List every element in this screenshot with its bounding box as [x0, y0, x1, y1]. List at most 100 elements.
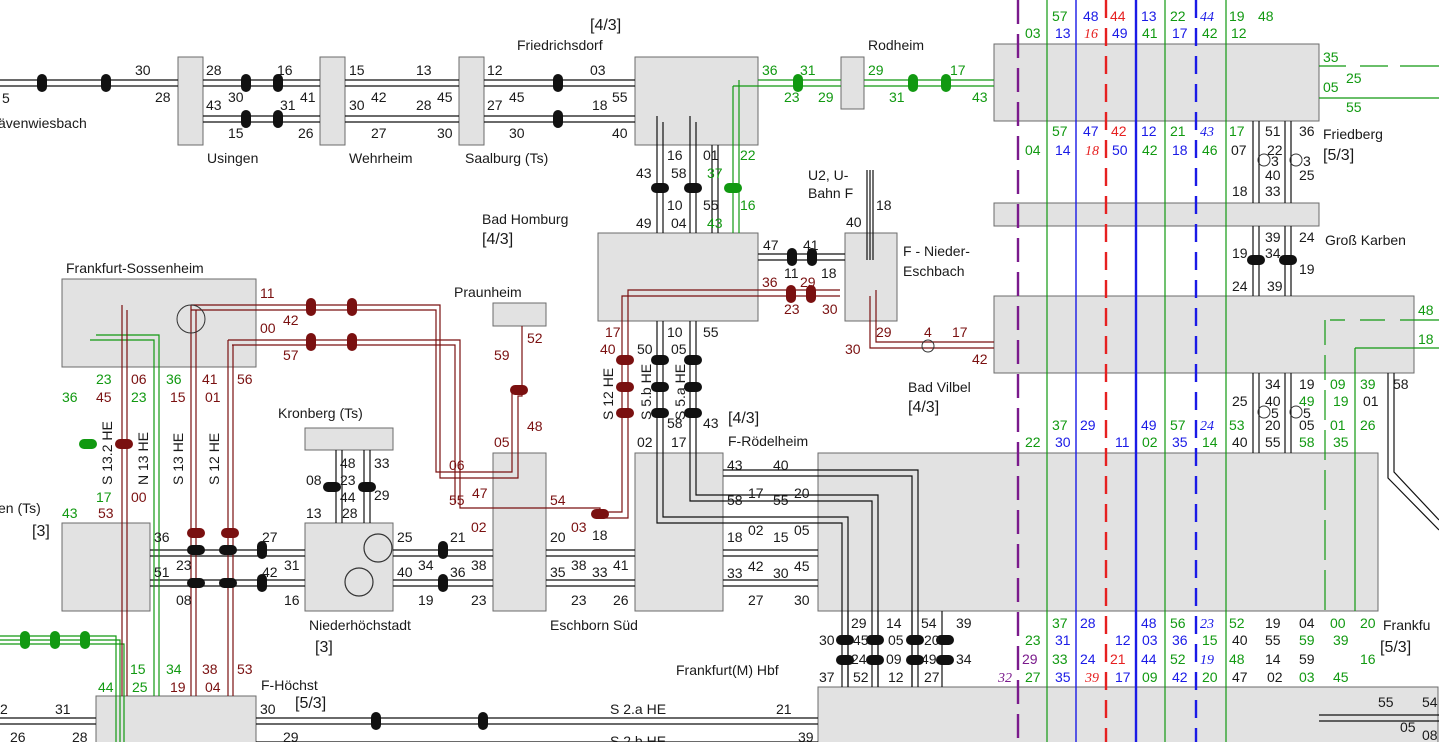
svg-text:08: 08 — [306, 472, 322, 488]
svg-text:02: 02 — [748, 522, 764, 538]
svg-text:19: 19 — [1299, 376, 1315, 392]
svg-text:06: 06 — [131, 371, 147, 387]
svg-text:37: 37 — [1052, 615, 1068, 631]
box-homburg — [597, 232, 759, 322]
box-hoechst — [95, 695, 257, 742]
station-code: [5/3] — [1380, 639, 1411, 656]
line-label: S 12 HE — [600, 368, 616, 420]
svg-text:29: 29 — [868, 62, 884, 78]
svg-text:57: 57 — [1052, 8, 1068, 24]
svg-text:29: 29 — [800, 274, 816, 290]
svg-text:18: 18 — [592, 97, 608, 113]
svg-text:47: 47 — [1232, 669, 1248, 685]
svg-text:30: 30 — [845, 341, 861, 357]
line-label: S 5.b HE — [638, 364, 654, 420]
svg-text:18: 18 — [1232, 183, 1248, 199]
svg-text:27: 27 — [262, 529, 278, 545]
line-label: S 13.2 HE — [99, 421, 115, 485]
svg-text:32: 32 — [997, 671, 1012, 686]
svg-text:28: 28 — [155, 89, 171, 105]
svg-text:04: 04 — [671, 215, 687, 231]
svg-text:25: 25 — [132, 679, 148, 695]
svg-text:25: 25 — [397, 529, 413, 545]
svg-text:43: 43 — [727, 457, 743, 473]
svg-text:28: 28 — [206, 62, 222, 78]
svg-text:55: 55 — [1378, 694, 1394, 710]
svg-text:42: 42 — [972, 351, 988, 367]
svg-text:05: 05 — [671, 341, 687, 357]
svg-text:44: 44 — [340, 489, 356, 505]
station-name: Eschborn Süd — [550, 617, 638, 633]
svg-text:5: 5 — [1271, 405, 1279, 421]
station-code: [5/3] — [295, 695, 326, 712]
track-numbers-hoechst: 15 34 38 53 44 25 19 04 2 31 30 21 26 28… — [0, 661, 814, 742]
svg-text:05: 05 — [1400, 719, 1416, 735]
svg-text:11: 11 — [1115, 434, 1130, 450]
svg-text:29: 29 — [876, 324, 892, 340]
svg-text:30: 30 — [349, 97, 365, 113]
station-name: Friedrichsdorf — [517, 37, 603, 53]
svg-text:23: 23 — [471, 592, 487, 608]
svg-text:48: 48 — [340, 455, 356, 471]
station-code: [5/3] — [1323, 147, 1354, 164]
svg-text:58: 58 — [671, 165, 687, 181]
svg-text:3: 3 — [1271, 153, 1279, 169]
svg-text:13: 13 — [306, 505, 322, 521]
svg-text:23: 23 — [176, 557, 192, 573]
svg-text:37: 37 — [819, 669, 835, 685]
svg-text:28: 28 — [416, 97, 432, 113]
svg-text:18: 18 — [821, 265, 837, 281]
svg-text:31: 31 — [280, 97, 296, 113]
svg-text:45: 45 — [96, 389, 112, 405]
svg-text:19: 19 — [1232, 245, 1248, 261]
svg-text:20: 20 — [924, 632, 940, 648]
svg-text:01: 01 — [205, 389, 221, 405]
svg-text:20: 20 — [1360, 615, 1376, 631]
svg-text:39: 39 — [1084, 671, 1099, 686]
svg-text:00: 00 — [131, 489, 147, 505]
svg-text:45: 45 — [794, 558, 810, 574]
svg-text:52: 52 — [853, 669, 869, 685]
svg-text:05: 05 — [1299, 417, 1315, 433]
svg-text:29: 29 — [283, 729, 299, 742]
svg-text:34: 34 — [1265, 376, 1281, 392]
station-code: [4/3] — [908, 399, 939, 416]
right-lines — [1016, 0, 1198, 742]
svg-text:35: 35 — [1323, 49, 1339, 65]
station-name: Frankfu — [1383, 617, 1430, 633]
svg-text:03: 03 — [1142, 632, 1158, 648]
svg-text:23: 23 — [1025, 632, 1041, 648]
svg-text:10: 10 — [667, 197, 683, 213]
svg-text:29: 29 — [1080, 417, 1096, 433]
svg-text:40: 40 — [1232, 632, 1248, 648]
svg-text:31: 31 — [889, 89, 905, 105]
station-name: U2, U- — [808, 167, 849, 183]
box-hbf-west — [817, 452, 1379, 612]
station-name: en (Ts) — [0, 500, 41, 516]
svg-text:45: 45 — [853, 632, 869, 648]
svg-text:49: 49 — [1299, 393, 1315, 409]
svg-text:40: 40 — [1265, 393, 1281, 409]
svg-text:52: 52 — [1170, 651, 1186, 667]
svg-text:16: 16 — [1360, 651, 1376, 667]
svg-text:48: 48 — [1258, 8, 1274, 24]
svg-text:21: 21 — [1110, 651, 1126, 667]
svg-text:54: 54 — [550, 492, 566, 508]
svg-text:02: 02 — [471, 519, 487, 535]
svg-text:16: 16 — [667, 147, 683, 163]
line-label: S 2.a HE — [610, 701, 666, 717]
station-name: Bad Vilbel — [908, 379, 971, 395]
track-numbers-homburg: 43 58 16 01 37 22 10 04 55 43 16 49 47 4… — [600, 147, 988, 367]
svg-text:5: 5 — [2, 90, 10, 106]
svg-text:17: 17 — [952, 324, 968, 340]
svg-text:16: 16 — [284, 592, 300, 608]
track-numbers-hbf-right: 37 28 48 56 23 52 19 04 00 20 31 12 03 3… — [997, 615, 1438, 742]
box-saalburg — [458, 56, 485, 146]
station-code: [3] — [315, 639, 333, 656]
svg-text:08: 08 — [176, 592, 192, 608]
svg-text:49: 49 — [921, 651, 937, 667]
svg-text:27: 27 — [748, 592, 764, 608]
svg-text:11: 11 — [784, 265, 799, 281]
svg-text:21: 21 — [450, 529, 466, 545]
station-name: Bad Homburg — [482, 211, 568, 227]
